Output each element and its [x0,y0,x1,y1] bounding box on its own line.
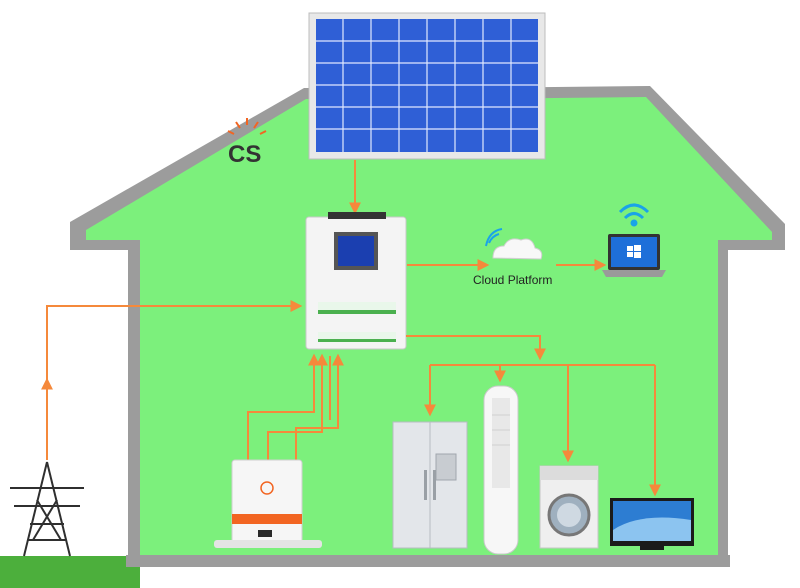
inverter-icon [305,212,407,350]
logo-icon: CS [227,118,267,168]
laptop-icon [602,234,666,277]
wifi-icon [618,203,650,227]
solar-panel-icon [308,12,546,160]
arrow-battery-inverter [247,353,344,460]
air-conditioner-icon [483,385,519,555]
arrow-inverter-to-loads [406,335,661,497]
cloud-platform-label: Cloud Platform [473,273,552,287]
ground [0,556,140,588]
battery-icon [214,459,322,548]
washing-machine-icon [539,465,599,549]
power-tower-icon [10,461,84,557]
tv-icon [610,498,694,550]
cloud-icon [485,228,543,260]
svg-text:CS: CS [228,141,261,168]
refrigerator-icon [392,421,468,549]
